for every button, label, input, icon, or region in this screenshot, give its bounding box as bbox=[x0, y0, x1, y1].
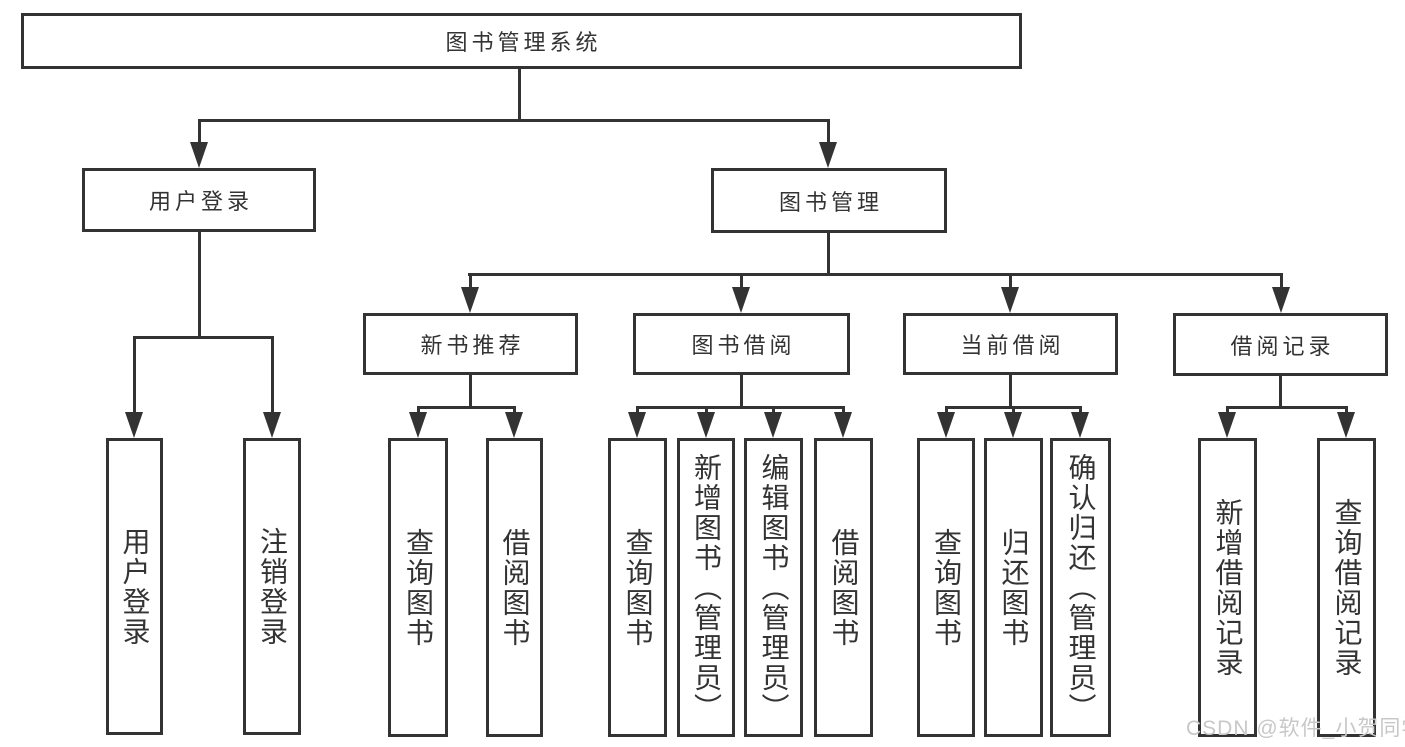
leaf-label: 查询图书 bbox=[931, 527, 962, 648]
connector-stem-leaf-logout bbox=[271, 336, 274, 414]
leaf-label: 借阅图书 bbox=[499, 527, 531, 648]
connector-user-login-trunk bbox=[198, 232, 201, 339]
connector-borrow-record-trunk bbox=[1279, 375, 1282, 408]
node-user-login: 用户登录 bbox=[82, 168, 316, 232]
connector-book-borrow-trunk bbox=[740, 375, 743, 408]
node-label: 图书管理 bbox=[778, 189, 883, 215]
leaf-query-borrow-record: 查询借阅记录 bbox=[1317, 438, 1376, 737]
arrow-head-leaf-user-login bbox=[125, 412, 143, 438]
node-label: 用户登录 bbox=[148, 189, 253, 214]
connector-borrow-record-branch bbox=[1226, 406, 1347, 409]
node-label: 新书推荐 bbox=[420, 333, 525, 358]
connector-stem-leaf bbox=[417, 406, 420, 416]
arrow-head-leaf bbox=[834, 412, 852, 438]
connector-stem-leaf bbox=[636, 406, 639, 416]
arrow-head-current-borrow bbox=[1001, 287, 1019, 313]
arrow-head-leaf bbox=[1071, 412, 1089, 438]
node-label: 当前借阅 bbox=[960, 333, 1065, 358]
leaf-add-borrow-record: 新增借阅记录 bbox=[1198, 438, 1257, 737]
connector-stem-leaf bbox=[945, 406, 948, 416]
connector-root-trunk bbox=[518, 69, 521, 122]
arrow-head-leaf bbox=[1218, 412, 1236, 438]
leaf-add-books-admin: 新增图书（管理员） bbox=[677, 438, 735, 737]
connector-book-borrow-branch bbox=[636, 406, 844, 409]
arrow-head-user-login bbox=[190, 142, 208, 168]
connector-book-management-trunk bbox=[827, 233, 830, 276]
node-library-management-system: 图书管理系统 bbox=[21, 13, 1022, 69]
connector-stem-leaf bbox=[842, 406, 845, 416]
connector-stem-borrow-record bbox=[1280, 273, 1283, 291]
connector-stem-leaf bbox=[1226, 406, 1229, 416]
connector-current-borrow-trunk bbox=[1009, 375, 1012, 408]
leaf-label: 查询图书 bbox=[403, 527, 434, 648]
connector-stem-new-book bbox=[469, 273, 472, 291]
leaf-confirm-return-admin: 确认归还（管理员） bbox=[1050, 438, 1111, 737]
arrow-head-leaf bbox=[505, 412, 523, 438]
connector-new-book-trunk bbox=[469, 375, 472, 408]
connector-level2-branch bbox=[198, 119, 830, 122]
node-current-borrow: 当前借阅 bbox=[903, 313, 1118, 375]
arrow-head-leaf-logout bbox=[263, 412, 281, 438]
leaf-label: 用户登录 bbox=[119, 526, 151, 647]
leaf-borrow-books: 借阅图书 bbox=[486, 438, 543, 737]
node-label: 图书管理系统 bbox=[445, 30, 602, 55]
leaf-logout: 注销登录 bbox=[243, 438, 301, 735]
leaf-label: 新增图书（管理员） bbox=[691, 452, 722, 723]
connector-stem-leaf-user-login bbox=[133, 336, 136, 414]
connector-stem-leaf bbox=[705, 406, 708, 416]
leaf-return-books: 归还图书 bbox=[984, 438, 1043, 737]
connector-stem-leaf bbox=[513, 406, 516, 416]
arrow-head-leaf bbox=[628, 412, 646, 438]
node-borrow-records: 借阅记录 bbox=[1173, 313, 1388, 376]
leaf-query-books: 查询图书 bbox=[917, 438, 975, 737]
arrow-head-borrow-record bbox=[1272, 287, 1290, 313]
arrow-head-leaf bbox=[1337, 412, 1355, 438]
arrow-head-leaf bbox=[1004, 412, 1022, 438]
connector-stem-book-borrow bbox=[740, 273, 743, 291]
connector-stem-leaf bbox=[1012, 406, 1015, 416]
connector-user-login-branch bbox=[133, 336, 274, 339]
node-book-management: 图书管理 bbox=[711, 168, 947, 233]
leaf-label: 编辑图书（管理员） bbox=[758, 452, 790, 723]
leaf-edit-books-admin: 编辑图书（管理员） bbox=[744, 438, 803, 737]
arrow-head-new-book bbox=[461, 287, 479, 313]
leaf-user-login: 用户登录 bbox=[106, 438, 163, 735]
connector-stem-leaf bbox=[772, 406, 775, 416]
arrow-head-leaf bbox=[697, 412, 715, 438]
leaf-label: 新增借阅记录 bbox=[1212, 497, 1244, 678]
leaf-borrow-books: 借阅图书 bbox=[814, 438, 873, 737]
arrow-head-book-management bbox=[819, 142, 837, 168]
leaf-label: 查询借阅记录 bbox=[1331, 497, 1363, 678]
connector-stem-leaf bbox=[1345, 406, 1348, 416]
node-label: 图书借阅 bbox=[691, 333, 796, 358]
node-label: 借阅记录 bbox=[1230, 333, 1335, 359]
leaf-label: 借阅图书 bbox=[828, 527, 860, 648]
arrow-head-leaf bbox=[764, 412, 782, 438]
connector-stem-current-borrow bbox=[1009, 273, 1012, 291]
connector-stem-user-login bbox=[198, 119, 201, 145]
arrow-head-book-borrow bbox=[732, 287, 750, 313]
leaf-label: 归还图书 bbox=[998, 527, 1030, 648]
leaf-label: 查询图书 bbox=[622, 527, 654, 648]
leaf-query-books: 查询图书 bbox=[608, 438, 667, 737]
csdn-watermark: CSDN @软件_小贺同学 bbox=[1186, 717, 1405, 740]
connector-stem-book-management bbox=[827, 119, 830, 145]
arrow-head-leaf bbox=[409, 412, 427, 438]
connector-new-book-branch bbox=[417, 406, 515, 409]
connector-level3-branch bbox=[468, 273, 1282, 276]
node-new-book-recommend: 新书推荐 bbox=[363, 313, 578, 375]
leaf-query-books: 查询图书 bbox=[388, 438, 448, 737]
connector-stem-leaf bbox=[1079, 406, 1082, 416]
node-book-borrow: 图书借阅 bbox=[633, 313, 850, 375]
arrow-head-leaf bbox=[937, 412, 955, 438]
leaf-label: 注销登录 bbox=[257, 526, 288, 647]
leaf-label: 确认归还（管理员） bbox=[1065, 452, 1097, 723]
